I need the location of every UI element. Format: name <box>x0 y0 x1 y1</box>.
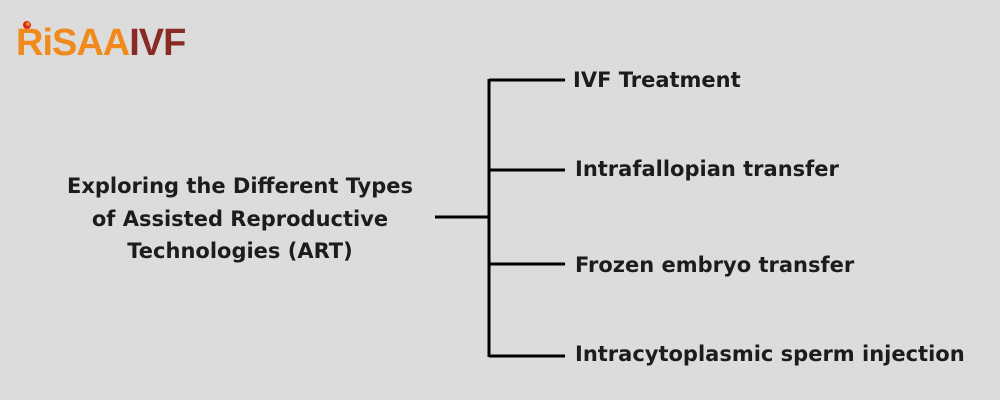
branch-icsi: Intracytoplasmic sperm injection <box>575 342 965 366</box>
branch-ivf-treatment: IVF Treatment <box>573 68 741 92</box>
root-line-3: Technologies (ART) <box>127 239 353 264</box>
root-node: Exploring the Different Types of Assiste… <box>40 170 440 268</box>
logo-text-ivf: IVF <box>129 22 186 64</box>
root-line-2: of Assisted Reproductive <box>91 206 389 231</box>
branch-frozen-embryo-transfer: Frozen embryo transfer <box>575 253 855 277</box>
branch-intrafallopian-transfer: Intrafallopian transfer <box>575 157 839 181</box>
logo-text-risaa: RiSAA <box>16 22 130 64</box>
logo-swirl-icon <box>23 21 31 29</box>
root-line-1: Exploring the Different Types <box>66 174 414 198</box>
brand-logo: RiSAAIVF <box>16 22 186 64</box>
